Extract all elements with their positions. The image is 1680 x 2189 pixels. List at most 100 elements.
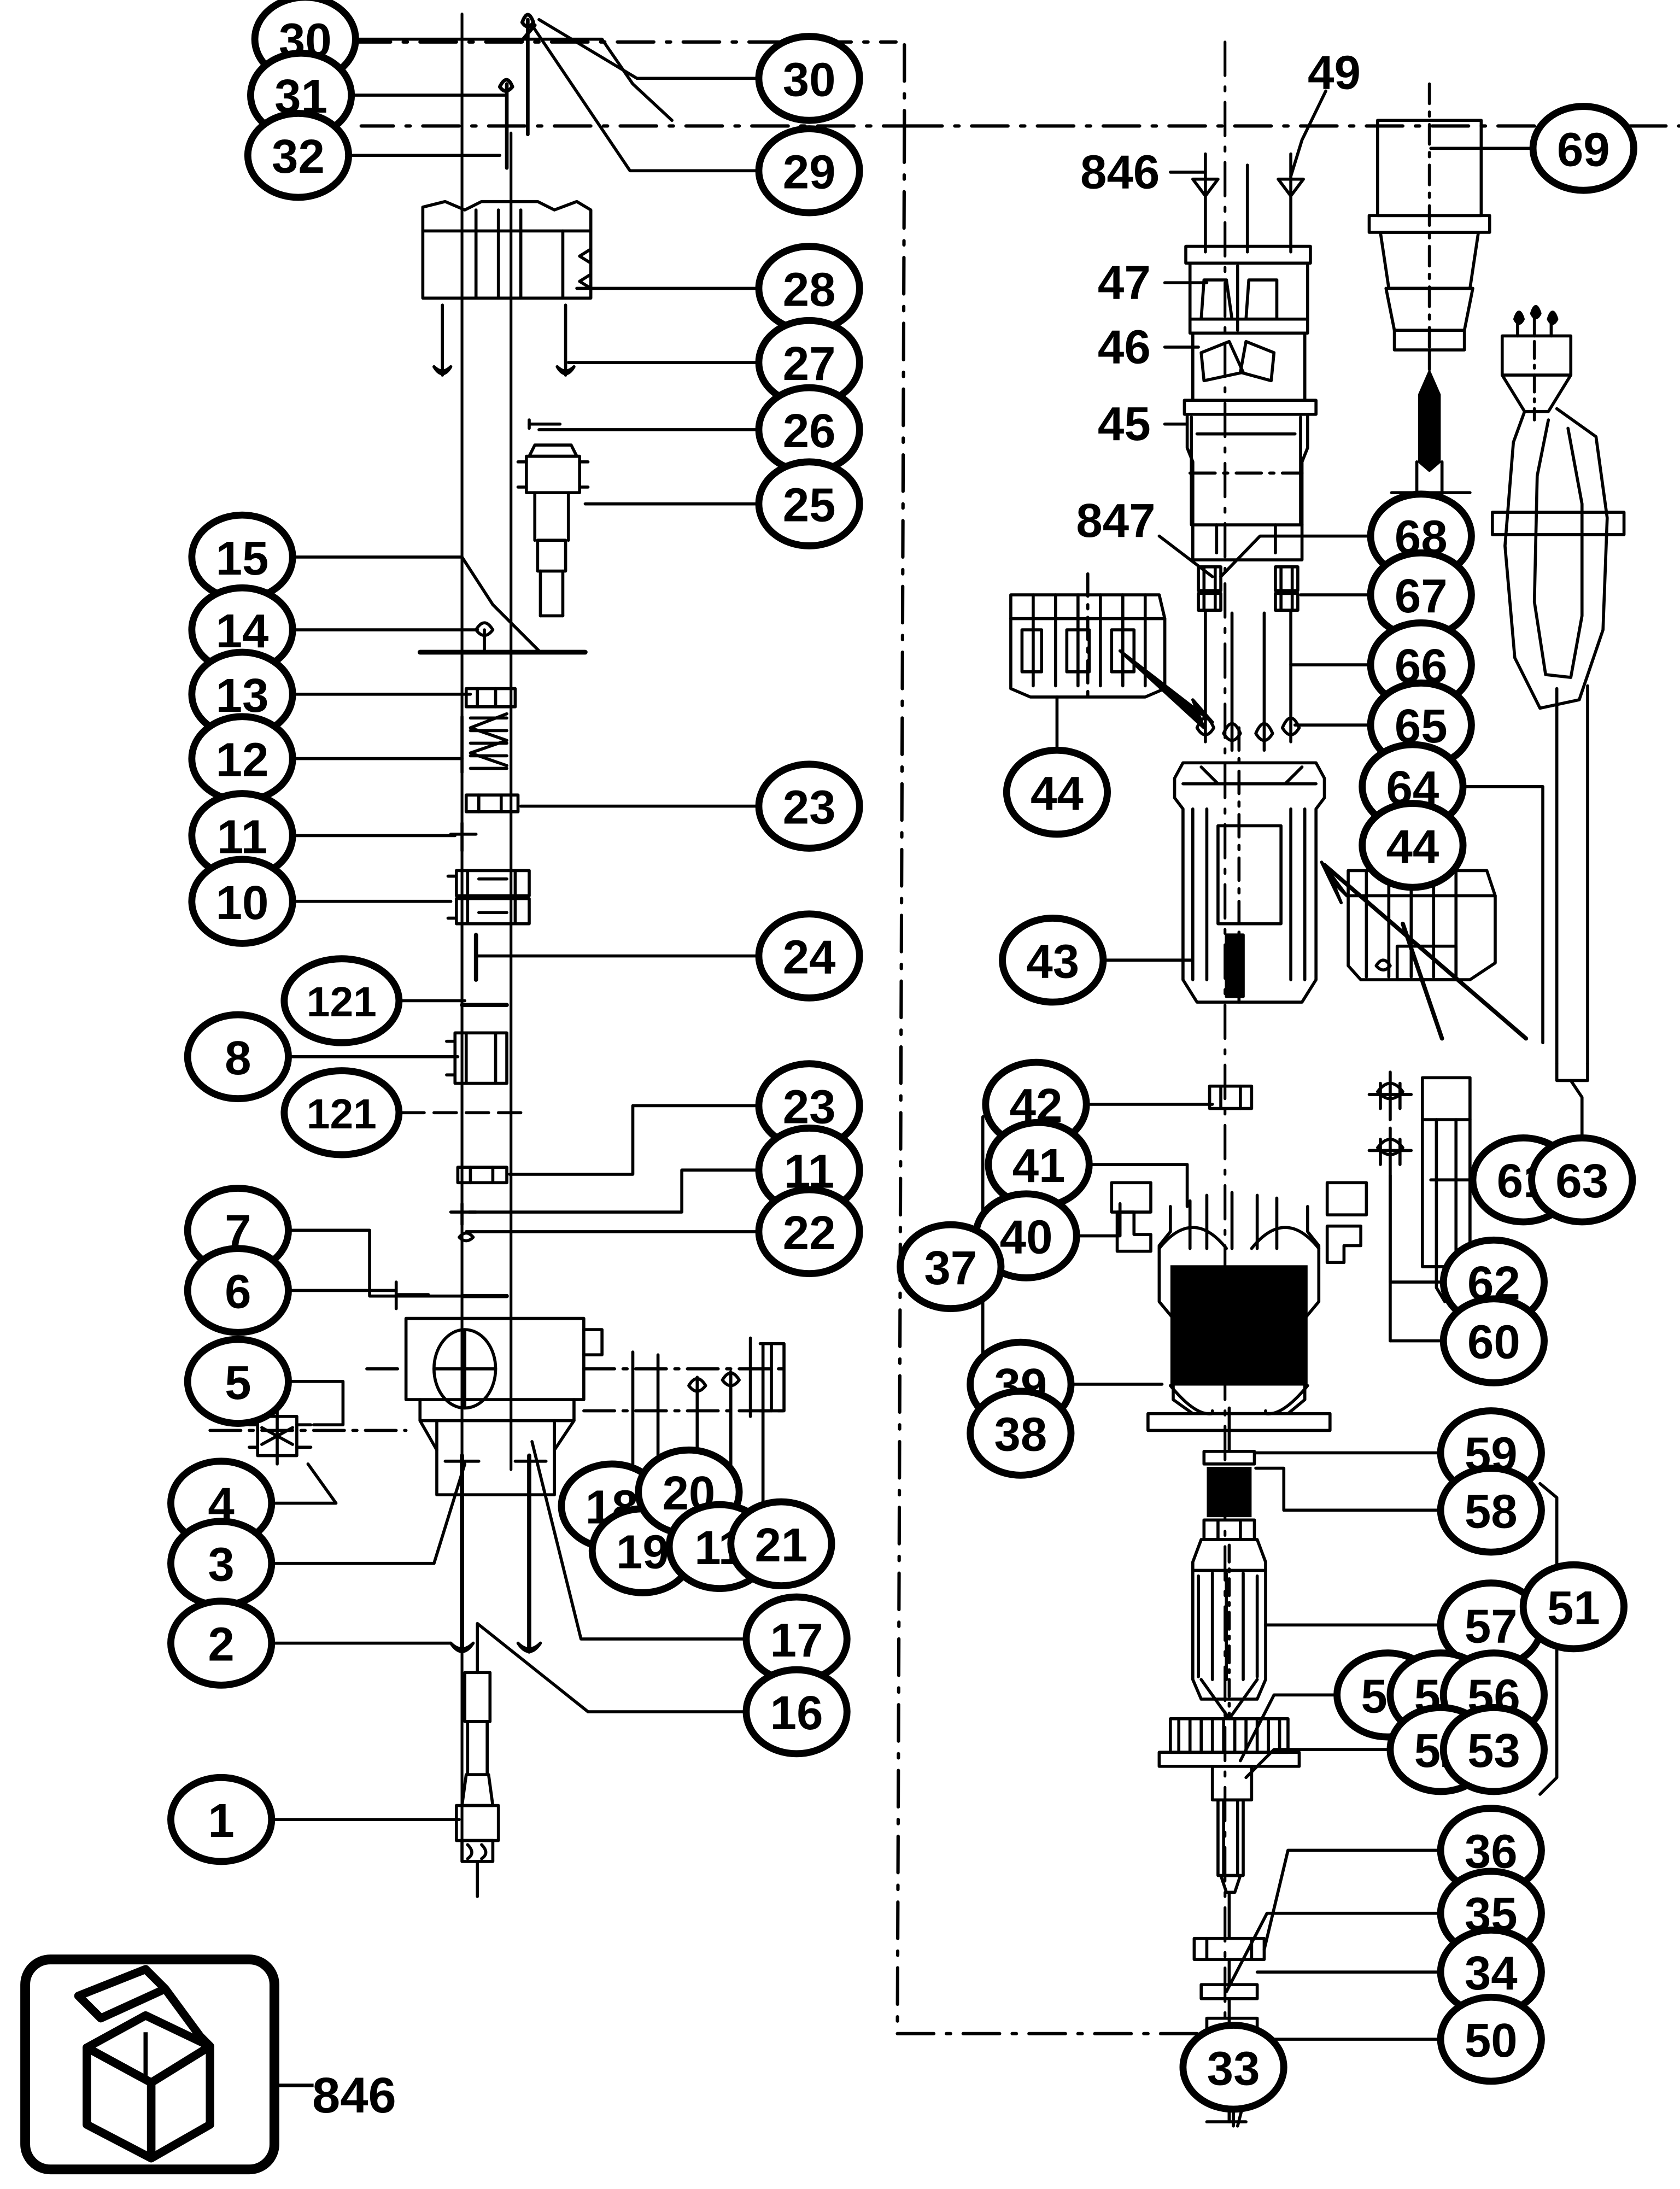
callout-number: 121	[307, 1091, 377, 1138]
callout-5[interactable]: 5	[184, 1336, 292, 1427]
callout-29[interactable]: 29	[755, 125, 863, 216]
callout-number: 51	[1547, 1582, 1600, 1635]
leader-52	[1244, 1748, 1392, 1780]
callout-circle	[755, 125, 863, 216]
callout-number: 5	[225, 1356, 251, 1409]
part-12-spring	[460, 712, 508, 774]
plain-label-45: 45	[1098, 397, 1151, 450]
part-plug-blade	[1390, 371, 1472, 500]
leader-15	[294, 555, 542, 654]
callout-69[interactable]: 69	[1529, 103, 1637, 194]
callout-22[interactable]: 22	[755, 1186, 863, 1278]
callout-23[interactable]: 23	[755, 760, 863, 852]
callout-number: 6	[225, 1265, 251, 1318]
part-40-brush-holders	[1110, 1181, 1368, 1265]
callout-circle	[1003, 746, 1111, 838]
callout-3[interactable]: 3	[167, 1518, 276, 1609]
callout-12[interactable]: 12	[188, 713, 296, 804]
part-36-washer	[1192, 1890, 1266, 1961]
callout-14[interactable]: 14	[188, 584, 296, 676]
part-69-plug	[1367, 82, 1491, 371]
callout-16[interactable]: 16	[742, 1666, 851, 1758]
callout-number: 37	[924, 1242, 977, 1295]
part-47-piston	[1188, 261, 1309, 332]
callout-50[interactable]: 50	[1437, 1993, 1545, 2085]
part-23a	[464, 793, 520, 813]
part-18-19-20-21-screws	[631, 1336, 786, 1508]
part-52-53-pinion	[1210, 1765, 1254, 1894]
callout-number: 2	[208, 1618, 234, 1671]
leader-7	[288, 1228, 496, 1298]
callout-121[interactable]: 121	[280, 955, 403, 1046]
callout-circle	[755, 760, 863, 852]
callout-number: 29	[783, 145, 836, 198]
callout-circle	[1437, 1465, 1545, 1556]
callout-38[interactable]: 38	[967, 1388, 1075, 1479]
part-68-67-fasteners	[1197, 565, 1299, 612]
part-3-screw	[513, 1453, 548, 1654]
plain-label-49: 49	[1308, 46, 1361, 99]
part-846-49-rods	[1191, 152, 1305, 254]
leader-41	[1087, 1163, 1189, 1208]
callout-number: 15	[216, 532, 269, 585]
plain-label-47: 47	[1098, 256, 1151, 309]
callout-circle	[244, 109, 353, 201]
callout-1[interactable]: 1	[167, 1774, 276, 1865]
part-2-screw	[443, 1453, 481, 1654]
leader-11b	[467, 1168, 760, 1214]
callout-number: 25	[783, 479, 836, 532]
callout-32[interactable]: 32	[244, 109, 353, 201]
callout-17[interactable]: 17	[742, 1593, 851, 1685]
callout-6[interactable]: 6	[184, 1245, 292, 1336]
part-39-field-stator	[1146, 1191, 1332, 1432]
callout-number: 24	[783, 931, 836, 984]
callout-number: 38	[994, 1408, 1047, 1461]
leader-68	[1219, 534, 1372, 578]
callout-15[interactable]: 15	[188, 511, 296, 603]
callout-25[interactable]: 25	[755, 458, 863, 549]
callout-number: 12	[216, 734, 269, 787]
callout-33[interactable]: 33	[1179, 2022, 1287, 2113]
part-66-65-pins	[1195, 608, 1301, 752]
callout-57[interactable]: 57	[1437, 1579, 1545, 1671]
callout-44[interactable]: 44	[1003, 746, 1111, 838]
leader-49	[1289, 89, 1327, 178]
callout-67[interactable]: 67	[1367, 549, 1475, 641]
callout-number: 69	[1557, 123, 1610, 176]
callout-circle	[167, 1774, 276, 1865]
callout-44[interactable]: 44	[1359, 800, 1467, 891]
callout-number: 8	[225, 1032, 251, 1085]
callout-circle	[1519, 1561, 1628, 1653]
plain-label-846: 846	[1080, 145, 1160, 198]
callout-30[interactable]: 30	[755, 33, 863, 124]
callout-2[interactable]: 2	[167, 1597, 276, 1689]
callout-number: 23	[783, 781, 836, 834]
callout-circle	[1179, 2022, 1287, 2113]
callout-number: 17	[770, 1614, 823, 1667]
callout-24[interactable]: 24	[755, 910, 863, 1002]
callout-number: 43	[1026, 935, 1079, 988]
callout-51[interactable]: 51	[1519, 1561, 1628, 1653]
callout-37[interactable]: 37	[897, 1221, 1005, 1313]
callout-23[interactable]: 23	[755, 1060, 863, 1151]
leader-58	[1254, 1466, 1442, 1512]
part-8-sleeve	[445, 1031, 508, 1085]
callout-21[interactable]: 21	[727, 1498, 835, 1589]
callout-number: 22	[783, 1207, 836, 1260]
callout-number: 121	[307, 979, 377, 1026]
callout-8[interactable]: 8	[184, 1011, 292, 1103]
callout-53[interactable]: 53	[1439, 1704, 1548, 1795]
part-42-washer	[1208, 1084, 1254, 1110]
callout-circle	[999, 915, 1107, 1006]
callout-number: 16	[770, 1687, 823, 1740]
callout-60[interactable]: 60	[1439, 1295, 1548, 1386]
callout-10[interactable]: 10	[188, 856, 296, 947]
part-44b-switch	[1320, 861, 1529, 1041]
parts-box-icon	[20, 1954, 279, 2175]
part-power-cord	[1491, 305, 1626, 1082]
callout-58[interactable]: 58	[1437, 1465, 1545, 1556]
callout-121[interactable]: 121	[280, 1067, 403, 1158]
callout-26[interactable]: 26	[755, 384, 863, 476]
callout-63[interactable]: 63	[1528, 1134, 1636, 1226]
callout-43[interactable]: 43	[999, 915, 1107, 1006]
